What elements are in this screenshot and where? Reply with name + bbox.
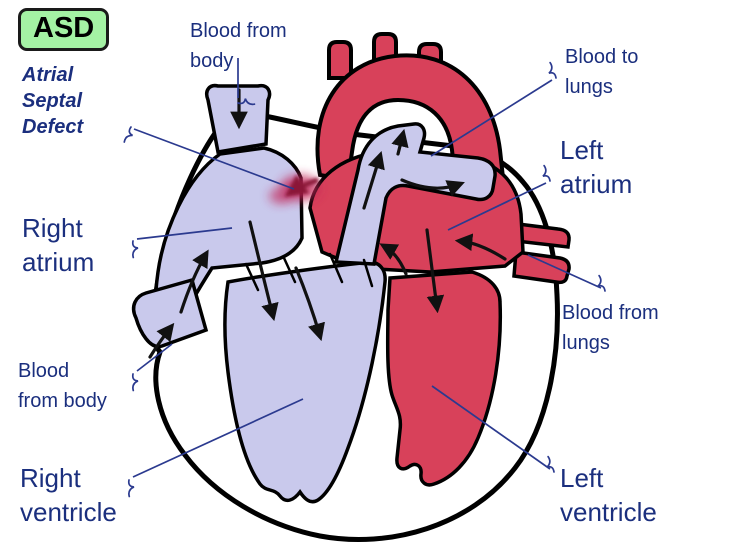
label-line: Left xyxy=(560,463,604,493)
leader-line-right-atrium xyxy=(136,227,233,240)
valve-line xyxy=(244,262,260,292)
subtitle-line: Septal xyxy=(22,90,83,112)
label-left-atrium: Left atrium xyxy=(560,134,632,202)
hook-icon xyxy=(124,478,137,498)
valve-line xyxy=(362,258,374,288)
flow-arrow xyxy=(379,243,408,276)
hook-icon xyxy=(543,61,561,81)
label-line: Right xyxy=(22,213,83,243)
valve-line xyxy=(328,252,344,284)
label-line: atrium xyxy=(22,246,95,277)
leader-line-right-ventricle xyxy=(132,398,304,478)
asd-badge: ASD xyxy=(18,8,110,51)
subtitle-line: Defect xyxy=(22,116,84,138)
pulmonary-veins xyxy=(512,222,571,285)
shunt-arrow xyxy=(284,174,319,197)
label-right-atrium: Right atrium xyxy=(22,212,94,280)
flow-arrow xyxy=(391,128,409,156)
label-line: Blood to xyxy=(565,46,639,68)
pulmonary-vein xyxy=(514,222,571,249)
flow-arrow xyxy=(425,228,445,314)
subtitle-atrial-septal-defect: Atrial Septal Defect xyxy=(22,62,83,140)
leader-line-blood-from-body-bottom xyxy=(136,343,173,372)
label-right-ventricle: Right ventricle xyxy=(20,462,117,530)
label-line: lungs xyxy=(562,332,610,354)
pulmonary-vein xyxy=(512,250,571,285)
label-line: lungs xyxy=(565,76,613,98)
hook-icon xyxy=(592,274,610,294)
subtitle-line: Atrial xyxy=(22,64,74,86)
flow-arrow xyxy=(400,178,465,197)
label-line: from body xyxy=(18,390,107,412)
hook-icon xyxy=(128,372,141,392)
flow-arrow xyxy=(248,220,279,322)
hook-icon xyxy=(537,164,555,184)
flow-arrows xyxy=(148,88,507,359)
leader-line-blood-from-lungs xyxy=(527,254,602,289)
hook-icon xyxy=(123,125,135,145)
aorta-branch xyxy=(327,40,353,80)
flow-arrow xyxy=(362,150,385,210)
flow-arrow xyxy=(294,266,325,342)
leader-lines xyxy=(132,58,602,478)
leader-line-blood-to-lungs xyxy=(430,79,553,157)
label-line: atrium xyxy=(560,168,633,199)
leader-line-left-ventricle xyxy=(431,385,551,470)
septal-defect-shunt xyxy=(269,174,320,204)
label-blood-from-body-bottom: Blood from body xyxy=(18,356,107,416)
label-line: ventricle xyxy=(20,496,117,527)
leader-line-left-atrium xyxy=(447,182,547,231)
hook-icon xyxy=(128,239,141,259)
label-line: ventricle xyxy=(560,496,657,527)
label-line: Blood from xyxy=(190,20,287,42)
label-line: Blood from xyxy=(562,302,659,324)
label-blood-to-lungs: Blood to lungs xyxy=(565,42,638,102)
asd-badge-label: ASD xyxy=(33,12,95,44)
valve-line xyxy=(282,256,297,284)
label-line: body xyxy=(190,50,234,72)
aorta-branches xyxy=(327,32,443,80)
flow-arrow xyxy=(148,322,175,359)
label-left-ventricle: Left ventricle xyxy=(560,462,657,530)
leader-line-defect xyxy=(133,128,295,190)
label-line: Left xyxy=(560,135,604,165)
label-blood-from-body-top: Blood from body xyxy=(190,16,287,76)
label-line: Blood xyxy=(18,360,70,382)
left-ventricle-chamber xyxy=(385,270,503,487)
label-blood-from-lungs: Blood from lungs xyxy=(562,298,659,358)
flow-arrow xyxy=(179,249,209,314)
valve-lines xyxy=(244,252,374,292)
label-line: Right xyxy=(20,463,81,493)
flow-arrow xyxy=(454,233,507,261)
